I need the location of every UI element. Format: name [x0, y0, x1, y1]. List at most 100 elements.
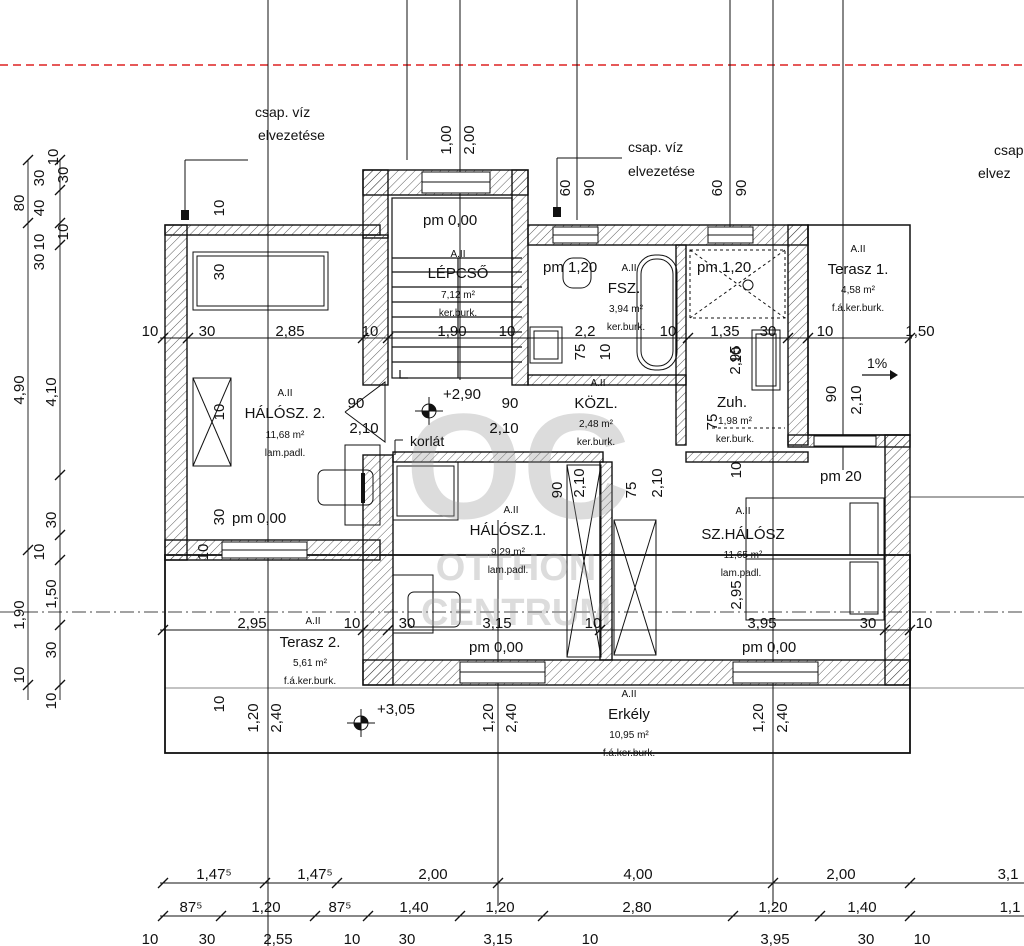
- dim-text: 30: [760, 323, 777, 340]
- dim-text: 3,95: [760, 931, 789, 946]
- svg-text:f.á.ker.burk.: f.á.ker.burk.: [832, 303, 884, 314]
- dim-text: 10: [211, 200, 228, 217]
- dim-text: 1,20: [251, 899, 280, 916]
- svg-text:Terasz 2.: Terasz 2.: [280, 634, 341, 651]
- svg-text:FSZ.: FSZ.: [608, 280, 641, 297]
- dim-text: 10: [916, 615, 933, 632]
- dim-text: 30: [211, 509, 228, 526]
- dim-text: 10: [11, 667, 28, 684]
- dim-text: 1,50: [905, 323, 934, 340]
- dim-text: 30: [199, 323, 216, 340]
- dim-text: 90: [733, 180, 750, 197]
- annotations: csap. víz elvezetése csap. víz elvezetés…: [255, 104, 1024, 718]
- svg-text:ker.burk.: ker.burk.: [577, 437, 615, 448]
- dim-text: 75: [704, 414, 721, 431]
- svg-text:A.II: A.II: [450, 249, 465, 260]
- dim-text: 10: [43, 693, 60, 710]
- staircase: [391, 197, 522, 379]
- dim-text: 1,47⁵: [297, 866, 332, 883]
- drain-note-left-line2: elvezetése: [258, 127, 325, 143]
- svg-text:10,95 m²: 10,95 m²: [609, 730, 649, 741]
- dim-text: 2,10: [349, 420, 378, 437]
- dim-text: 1,40: [399, 899, 428, 916]
- svg-text:4,58 m²: 4,58 m²: [841, 285, 876, 296]
- dim-text: 1,20: [485, 899, 514, 916]
- parapet-heights: pm 0,00 pm 1,20 pm 1,20 pm 0,00 pm 20 pm…: [232, 212, 862, 656]
- dim-text: 1,90: [437, 323, 466, 340]
- svg-text:lam.padl.: lam.padl.: [721, 568, 762, 579]
- room-kozl: A.II KÖZL. 2,48 m² ker.burk.: [574, 378, 617, 448]
- svg-text:11,68 m²: 11,68 m²: [266, 430, 305, 441]
- dim-text: 10: [660, 323, 677, 340]
- drain-note-mid-line1: csap. víz: [628, 139, 683, 155]
- dim-text: 3,15: [483, 931, 512, 946]
- windows: [221, 171, 877, 684]
- dim-text: 75: [572, 344, 589, 361]
- dim-text: 10: [344, 931, 361, 946]
- dim-text: 10: [31, 544, 48, 561]
- svg-text:2,48 m²: 2,48 m²: [579, 419, 614, 430]
- dimension-lines: [22, 154, 1024, 922]
- dim-text: 2,55: [263, 931, 292, 946]
- dim-text: 10: [344, 615, 361, 632]
- room-halosz-2: A.II HÁLÓSZ. 2. 11,68 m² lam.padl.: [245, 388, 326, 459]
- dim-text: 4,90: [11, 375, 28, 404]
- svg-text:A.II: A.II: [850, 244, 865, 255]
- dim-text: 90: [549, 482, 566, 499]
- svg-text:A.II: A.II: [590, 378, 605, 389]
- dim-text: 30: [399, 615, 416, 632]
- dim-text: 10: [211, 404, 228, 421]
- dim-text: 10: [211, 696, 228, 713]
- svg-text:A.II: A.II: [621, 263, 636, 274]
- dim-text: 90: [823, 386, 840, 403]
- dim-text: 60: [557, 180, 574, 197]
- dim-text: 1,00: [438, 125, 455, 154]
- room-sz-halosz: A.II SZ.HÁLÓSZ 11,65 m² lam.padl.: [701, 506, 784, 579]
- dim-text: 10: [142, 931, 159, 946]
- dim-text: 10: [585, 615, 602, 632]
- dim-text: 90: [348, 395, 365, 412]
- dim-text: 30: [399, 931, 416, 946]
- svg-text:lam.padl.: lam.padl.: [488, 565, 529, 576]
- dim-text: 30: [43, 512, 60, 529]
- svg-text:HÁLÓSZ.1.: HÁLÓSZ.1.: [470, 522, 547, 539]
- room-erkely: A.II Erkély 10,95 m² f.á.ker.burk.: [603, 689, 655, 759]
- svg-text:Terasz 1.: Terasz 1.: [828, 261, 889, 278]
- dim-text: 2,00: [461, 125, 478, 154]
- svg-text:A.II: A.II: [305, 616, 320, 627]
- dim-text: 90: [581, 180, 598, 197]
- svg-text:1,98 m²: 1,98 m²: [718, 416, 753, 427]
- dim-text: 2,10: [848, 385, 865, 414]
- dim-text: 30: [858, 931, 875, 946]
- dim-text: 1,50: [43, 579, 60, 608]
- dim-text: 10: [817, 323, 834, 340]
- svg-text:lam.padl.: lam.padl.: [265, 448, 306, 459]
- dim-text: 80: [11, 195, 28, 212]
- parapet-label: pm 0,00: [423, 212, 477, 229]
- drain-note-mid-line2: elvezetése: [628, 163, 695, 179]
- svg-text:7,12 m²: 7,12 m²: [441, 290, 476, 301]
- furniture: [192, 249, 885, 658]
- dimension-row-mid: 10 30 2,85 10 1,90 10 2,2 10 1,35 30 10 …: [142, 323, 935, 340]
- dim-text: 10: [582, 931, 599, 946]
- dimension-bottom-1: 1,47⁵ 1,47⁵ 2,00 4,00 2,00 3,1: [196, 866, 1018, 883]
- dim-text: 1,20: [480, 703, 497, 732]
- room-halosz-1: A.II HÁLÓSZ.1. 9,29 m² lam.padl.: [470, 505, 547, 576]
- room-terasz-1: A.II Terasz 1. 4,58 m² f.á.ker.burk.: [828, 244, 889, 314]
- svg-text:3,94 m²: 3,94 m²: [609, 304, 644, 315]
- dim-text: 2,40: [503, 703, 520, 732]
- level-top-label: +2,90: [443, 386, 481, 403]
- svg-text:KÖZL.: KÖZL.: [574, 394, 617, 412]
- dim-text: 3,15: [482, 615, 511, 632]
- svg-text:11,65 m²: 11,65 m²: [724, 550, 763, 561]
- svg-text:A.II: A.II: [277, 388, 292, 399]
- dim-text: 87⁵: [180, 899, 203, 916]
- dim-text: 1,40: [847, 899, 876, 916]
- svg-text:Erkély: Erkély: [608, 706, 650, 723]
- level-marks: [181, 157, 898, 737]
- svg-text:Zuh.: Zuh.: [717, 394, 747, 411]
- parapet-label: pm 0,00: [232, 510, 286, 527]
- dim-text: 10: [914, 931, 931, 946]
- dim-text: 1,90: [11, 600, 28, 629]
- dim-text: 2,95: [728, 580, 745, 609]
